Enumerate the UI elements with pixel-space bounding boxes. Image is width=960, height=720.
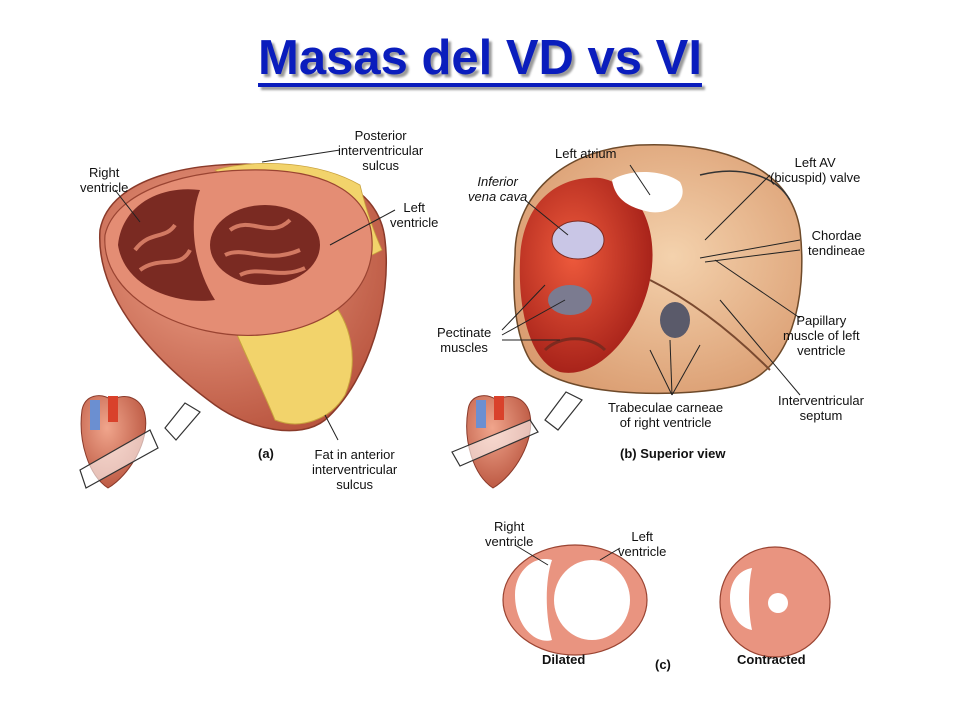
label-panel-a: (a)	[258, 446, 274, 461]
label-contracted: Contracted	[737, 652, 806, 667]
panel-a-illustration	[99, 163, 388, 432]
label-panel-b: (b) Superior view	[620, 446, 726, 461]
lv-cavity-shadow	[660, 302, 690, 338]
panel-c-dilated	[502, 544, 648, 656]
panel-c-contracted	[719, 546, 831, 658]
label-left-ventricle-c: Left ventricle	[618, 529, 667, 559]
panel-b-illustration	[513, 144, 803, 395]
right-ventricle-cavity	[118, 189, 215, 301]
left-atrium-opening	[612, 171, 683, 213]
label-left-ventricle-a: Left ventricle	[390, 200, 439, 230]
right-atrium-region	[519, 177, 653, 373]
inset-heart-a	[79, 395, 201, 489]
label-chordae-tendineae: Chordae tendineae	[808, 228, 866, 258]
label-panel-c: (c)	[655, 657, 671, 672]
trabeculae-a	[133, 218, 306, 277]
label-right-ventricle-c: Right ventricle	[485, 519, 534, 549]
leader-lines	[114, 149, 801, 566]
label-papillary-muscle: Papillary muscle of left ventricle	[783, 313, 860, 358]
slide-title: Masas del VD vs VI	[258, 31, 702, 85]
label-left-av-valve: Left AV (bicuspid) valve	[770, 155, 861, 185]
label-interventricular-septum: Interventricular septum	[778, 393, 864, 423]
label-inferior-vena-cava: Inferior vena cava	[468, 174, 528, 204]
label-left-atrium: Left atrium	[555, 146, 617, 161]
septum-line	[649, 279, 771, 371]
label-trabeculae-carneae: Trabeculae carneae of right ventricle	[608, 400, 724, 430]
inferior-vena-cava-shape	[551, 220, 605, 260]
rv-cavity-shadow	[548, 285, 592, 315]
label-dilated: Dilated	[542, 652, 586, 667]
label-posterior-sulcus: Posterior interventricular sulcus	[338, 128, 424, 173]
label-fat-anterior-sulcus: Fat in anterior interventricular sulcus	[312, 447, 398, 492]
inset-heart-b	[451, 391, 583, 489]
label-right-ventricle-a: Right ventricle	[80, 165, 129, 195]
label-pectinate-muscles: Pectinate muscles	[437, 325, 492, 355]
